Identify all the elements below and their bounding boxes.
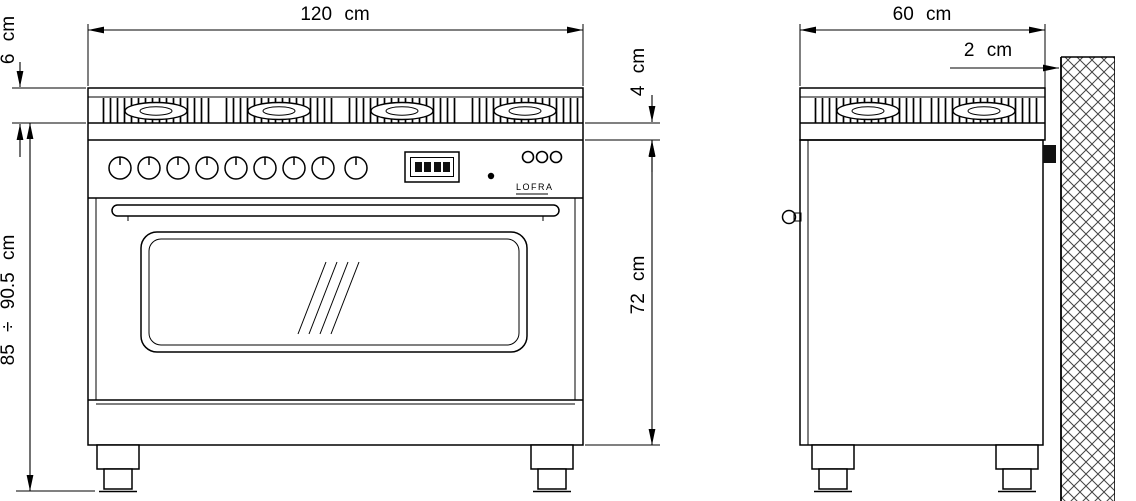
door-glass-inner: [148, 238, 520, 346]
control-knob: [253, 156, 277, 180]
side-body: [799, 87, 1046, 446]
side-door-handle: [781, 209, 802, 225]
control-knob: [166, 156, 190, 180]
leg: [811, 444, 855, 493]
burner-grate: [927, 97, 1041, 124]
burner-grate: [811, 97, 925, 124]
leg: [96, 444, 140, 493]
rear-gas-connector: [1043, 145, 1056, 163]
control-knob: [224, 156, 248, 180]
control-knob: [344, 156, 368, 180]
control-knob: [282, 156, 306, 180]
dim-upstand: 6 cm: [0, 16, 86, 157]
control-knob: [195, 156, 219, 180]
hob-burners: [99, 97, 582, 124]
dim-height-label: 85 ÷ 90.5 cm: [0, 235, 19, 366]
oven-door: [111, 204, 560, 353]
dim-width-label: 120 cm: [300, 4, 369, 25]
panel-buttons: [521, 150, 563, 164]
dim-hob-edge: 4 cm: [585, 48, 660, 172]
side-view: 60 cm 2 cm: [781, 4, 1115, 501]
door-glass-outer: [140, 231, 528, 353]
burner-grate: [222, 97, 336, 124]
leg: [995, 444, 1039, 493]
side-legs: [811, 444, 1039, 493]
dim-oven-height-label: 72 cm: [628, 256, 649, 315]
side-burners: [811, 97, 1041, 124]
dim-upstand-label: 6 cm: [0, 16, 19, 64]
glass-reflection-hatch: [297, 261, 360, 335]
control-knob: [137, 156, 161, 180]
door-handle: [111, 204, 560, 217]
leg: [530, 444, 574, 493]
burner-grate: [468, 97, 582, 124]
burner-grate: [99, 97, 213, 124]
wall-section: [1060, 56, 1115, 501]
control-knob: [108, 156, 132, 180]
dim-depth-label: 60 cm: [893, 4, 952, 25]
dim-height: 85 ÷ 90.5 cm: [0, 123, 95, 492]
dim-oven-height: 72 cm: [585, 140, 660, 446]
indicator-light: [487, 172, 495, 180]
front-legs: [96, 444, 574, 493]
dim-wall-gap: 2 cm: [950, 40, 1059, 90]
dim-width: 120 cm: [87, 4, 584, 86]
burner-grate: [345, 97, 459, 124]
dim-depth: 60 cm: [799, 4, 1046, 86]
clock-display: [404, 151, 460, 183]
dim-hob-edge-label: 4 cm: [628, 48, 649, 96]
front-view: 120 cm 6 cm 85 ÷ 90.5 cm 4 cm: [0, 4, 660, 493]
brand-logo: LOFRA: [516, 182, 554, 192]
dim-wall-gap-label: 2 cm: [964, 40, 1012, 61]
control-panel: LOFRA: [108, 150, 563, 195]
control-knob: [311, 156, 335, 180]
